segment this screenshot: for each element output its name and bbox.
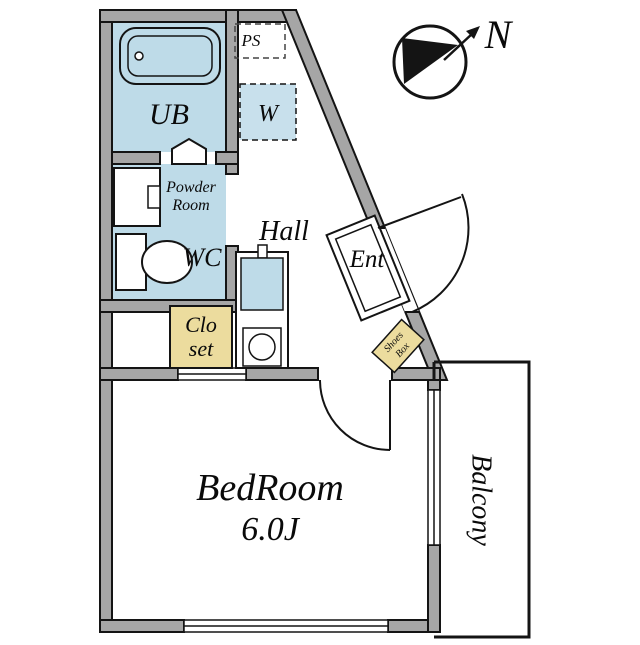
wall-top [99, 9, 297, 23]
bedroom-label-1: BedRoom [196, 467, 344, 509]
north-arrow-head [466, 26, 480, 39]
entrance-step [325, 214, 411, 322]
shoes-box: Shoes Box [371, 318, 425, 374]
north-arrow-line [443, 32, 474, 61]
bedroom-door-arc [319, 379, 391, 451]
bathtub-inner [127, 35, 213, 77]
north-label: N [484, 12, 514, 57]
closet-label-2: set [189, 336, 214, 361]
balcony-rail [434, 360, 531, 639]
kitchen-sink [240, 257, 284, 311]
wall-bedroom-right-top [427, 379, 441, 391]
balcony-window [427, 389, 441, 546]
entrance-step-inner [334, 223, 402, 313]
balcony-label: Balcony [466, 454, 497, 546]
vanity-knob [147, 185, 161, 209]
wall-bedroom-top-left [99, 367, 179, 381]
wall-bath-divider-right [215, 151, 239, 165]
toilet-fixture [115, 233, 193, 291]
compass: N [392, 12, 514, 100]
powder-room-label-2: Room [171, 197, 209, 214]
bedroom-bottom-window [183, 619, 389, 633]
kitchen-unit [235, 244, 289, 369]
wall-unit-bath-right [225, 9, 239, 165]
kitchen-burner-ring [248, 333, 276, 361]
toilet-bowl [141, 240, 193, 284]
wall-bedroom-top-right [391, 367, 441, 381]
entrance-label: Ent [349, 246, 386, 273]
bedroom-label-2: 6.0J [241, 511, 301, 548]
vanity-sink [113, 167, 161, 227]
wc-label: WC [183, 243, 223, 272]
unit-bath-door [171, 137, 207, 165]
wall-bedroom-right-bottom [427, 544, 441, 633]
unit-bath-label: UB [149, 98, 189, 131]
wall-bedroom-bottom-left [99, 619, 185, 633]
wall-powder-right-top [225, 163, 239, 175]
washer-label: W [258, 101, 280, 127]
bathtub-drain [134, 51, 144, 61]
entrance-door-arc [411, 193, 470, 313]
entrance-door-panel [377, 196, 462, 229]
closet-box [169, 305, 233, 369]
hall-label: Hall [258, 216, 309, 247]
unit-bath-floor [112, 22, 226, 152]
closet-label-1: Clo [185, 312, 217, 337]
powder-room-label-1: Powder [165, 179, 217, 196]
pipe-space-box [234, 23, 286, 59]
wall-left [99, 9, 113, 633]
bathtub [119, 27, 221, 85]
compass-needle [402, 38, 458, 84]
wall-bath-divider-left [111, 151, 161, 165]
wall-bedroom-top-mid [245, 367, 319, 381]
bedroom-top-window [177, 367, 247, 381]
washer-space-box [239, 83, 297, 141]
pipe-space-label: PS [241, 31, 261, 50]
balcony-label-group: Balcony [466, 454, 497, 546]
